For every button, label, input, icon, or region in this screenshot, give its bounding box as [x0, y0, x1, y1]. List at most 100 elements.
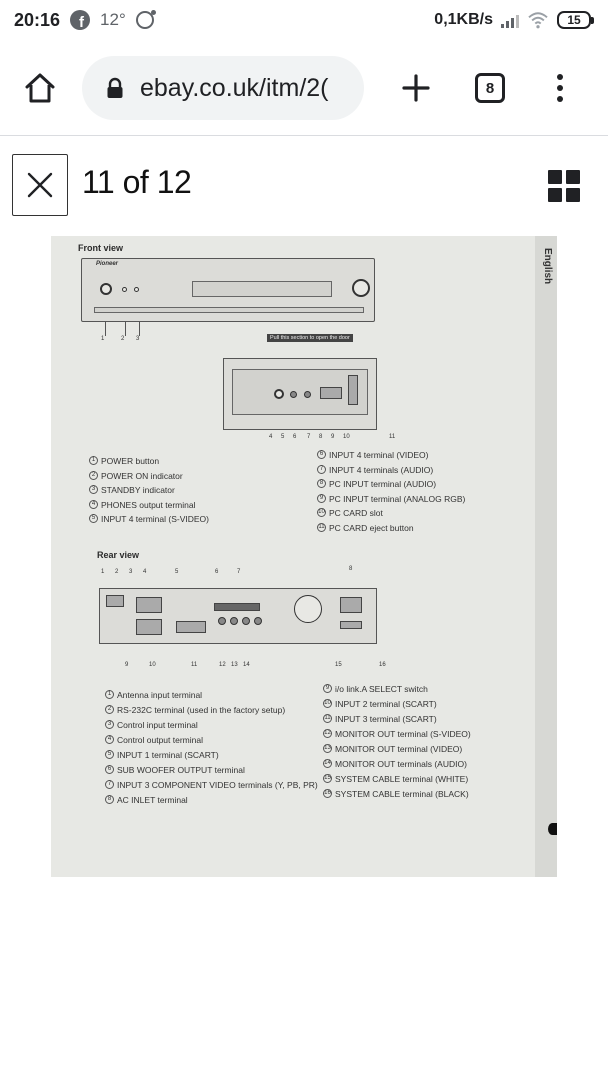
callout-number: 1 [101, 336, 105, 342]
address-bar[interactable]: ebay.co.uk/itm/2( [82, 56, 364, 120]
callout-number: 10 [149, 662, 156, 668]
grid-icon[interactable] [548, 170, 580, 202]
rear-view-title: Rear view [97, 550, 140, 560]
callout-number: 8 [319, 434, 323, 440]
product-photo[interactable]: English Front view Pioneer 1 2 3 Pull th… [51, 236, 557, 877]
door-panel-drawing [223, 358, 377, 430]
leader-line [139, 322, 140, 336]
label-strip-drawing [214, 603, 260, 611]
indicator-drawing [134, 287, 139, 292]
more-vert-icon[interactable] [544, 66, 576, 110]
status-time: 20:16 [14, 9, 61, 30]
callout-number: 4 [143, 569, 147, 575]
network-speed: 0,1KB/s [434, 11, 493, 28]
callout-number: 16 [379, 662, 386, 668]
front-view-title: Front view [78, 243, 124, 253]
callout-number: 5 [281, 434, 285, 440]
home-button[interactable] [18, 66, 62, 110]
tab-switcher-button[interactable]: 8 [472, 70, 508, 106]
callout-number: 14 [243, 662, 250, 668]
door-note: Pull this section to open the door [267, 334, 353, 342]
front-display-drawing [192, 281, 332, 297]
jack-drawing [230, 617, 238, 625]
jack-drawing [290, 391, 297, 398]
tab-count: 8 [485, 79, 495, 97]
browser-toolbar: ebay.co.uk/itm/2( 8 [0, 48, 608, 128]
front-base-drawing [94, 307, 364, 313]
leader-line [125, 322, 126, 336]
message-icon [135, 10, 156, 29]
callout-number: 3 [129, 569, 133, 575]
jack-drawing [218, 617, 226, 625]
callout-number: 9 [331, 434, 335, 440]
image-counter: 11 of 12 [82, 164, 192, 200]
close-button[interactable] [12, 154, 68, 216]
status-left: 20:16 f 12° [14, 9, 156, 31]
callout-number: 11 [191, 662, 198, 668]
front-panel-drawing: Pioneer [81, 258, 375, 322]
tab-switcher-icon: 8 [475, 73, 505, 103]
jack-drawing [254, 617, 262, 625]
callout-number: 1 [101, 569, 105, 575]
antenna-port-drawing [106, 595, 124, 607]
plus-icon [402, 74, 430, 102]
url-text: ebay.co.uk/itm/2( [140, 73, 329, 102]
callout-number: 12 [219, 662, 226, 668]
callout-number: 2 [121, 336, 125, 342]
battery-level: 15 [557, 11, 591, 29]
callout-number: 13 [231, 662, 238, 668]
callout-number: 3 [136, 336, 140, 342]
callout-number: 7 [237, 569, 241, 575]
callout-number: 6 [215, 569, 219, 575]
scart-port-drawing [136, 619, 162, 635]
callout-number: 10 [343, 434, 350, 440]
lock-icon [107, 77, 123, 98]
ac-inlet-drawing [340, 597, 362, 613]
rear-panel-drawing [99, 588, 377, 644]
callout-number: 6 [293, 434, 297, 440]
toolbar-divider [0, 135, 608, 136]
callout-number: 8 [349, 566, 353, 572]
callout-number: 5 [175, 569, 179, 575]
callout-number: 15 [335, 662, 342, 668]
signal-icon [501, 12, 519, 28]
jack-drawing [304, 391, 311, 398]
page-edge [535, 236, 557, 877]
language-tab: English [542, 248, 553, 285]
scart-port-drawing [136, 597, 162, 613]
indicator-drawing [122, 287, 127, 292]
status-right: 0,1KB/s 15 [434, 11, 594, 29]
callout-number: 2 [115, 569, 119, 575]
power-button-drawing [100, 283, 112, 295]
callout-number: 11 [389, 434, 396, 440]
new-tab-button[interactable] [394, 66, 438, 110]
system-cable-port-drawing [340, 621, 362, 629]
status-bar: 20:16 f 12° 0,1KB/s 15 [0, 0, 608, 40]
